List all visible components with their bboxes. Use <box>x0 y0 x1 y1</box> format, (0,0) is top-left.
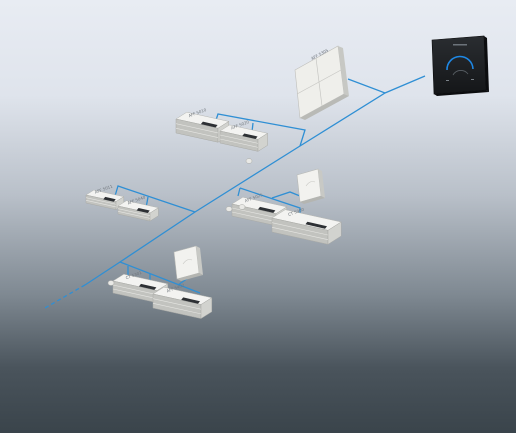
sensor-dome-icon <box>245 158 253 164</box>
module-d2: AFF 5402 <box>152 282 213 320</box>
module-d2-label: AFF 5402 <box>166 282 186 293</box>
module-a2: AFF 5020 <box>219 119 269 152</box>
branch-wall-panel <box>347 78 386 94</box>
branch-group-c2 <box>237 187 241 197</box>
thermostat-icon <box>446 44 474 81</box>
wall-panel-device: AFF 5305 <box>294 45 349 120</box>
module-c1-label: AFF 5025 <box>244 192 264 203</box>
branch-group-c3 <box>271 191 301 199</box>
sensor-dome-icon <box>225 206 233 212</box>
module-c2: CT 5300 <box>271 206 342 245</box>
branch-group-c <box>239 187 301 214</box>
main-bus-line <box>84 75 426 286</box>
sensor-dome-icon <box>107 280 115 286</box>
wall-switch-icon <box>305 181 316 187</box>
module-a2-label: AFF 5020 <box>230 119 250 130</box>
sensor-dome-icon <box>238 204 246 210</box>
main-bus-dashed <box>44 284 86 309</box>
wall-switch-icon <box>182 259 193 265</box>
wall-switch-right <box>296 168 325 204</box>
module-c2-label: CT 5300 <box>287 206 305 217</box>
module-d1-label: CT 5301 <box>125 270 143 281</box>
module-a1: AFF 5010 <box>175 107 230 143</box>
branch-group-b <box>114 185 196 213</box>
branch-group-d <box>119 261 201 294</box>
wall-switch-bottom <box>173 245 203 281</box>
module-a1-label: AFF 5010 <box>188 107 208 118</box>
module-b2-label: AFF 5040 <box>127 194 147 205</box>
module-b1: AFF 5011 <box>85 183 125 211</box>
thermostat-device <box>431 35 489 96</box>
module-b2: AFF 5040 <box>117 194 160 222</box>
module-b1-label: AFF 5011 <box>94 183 114 194</box>
